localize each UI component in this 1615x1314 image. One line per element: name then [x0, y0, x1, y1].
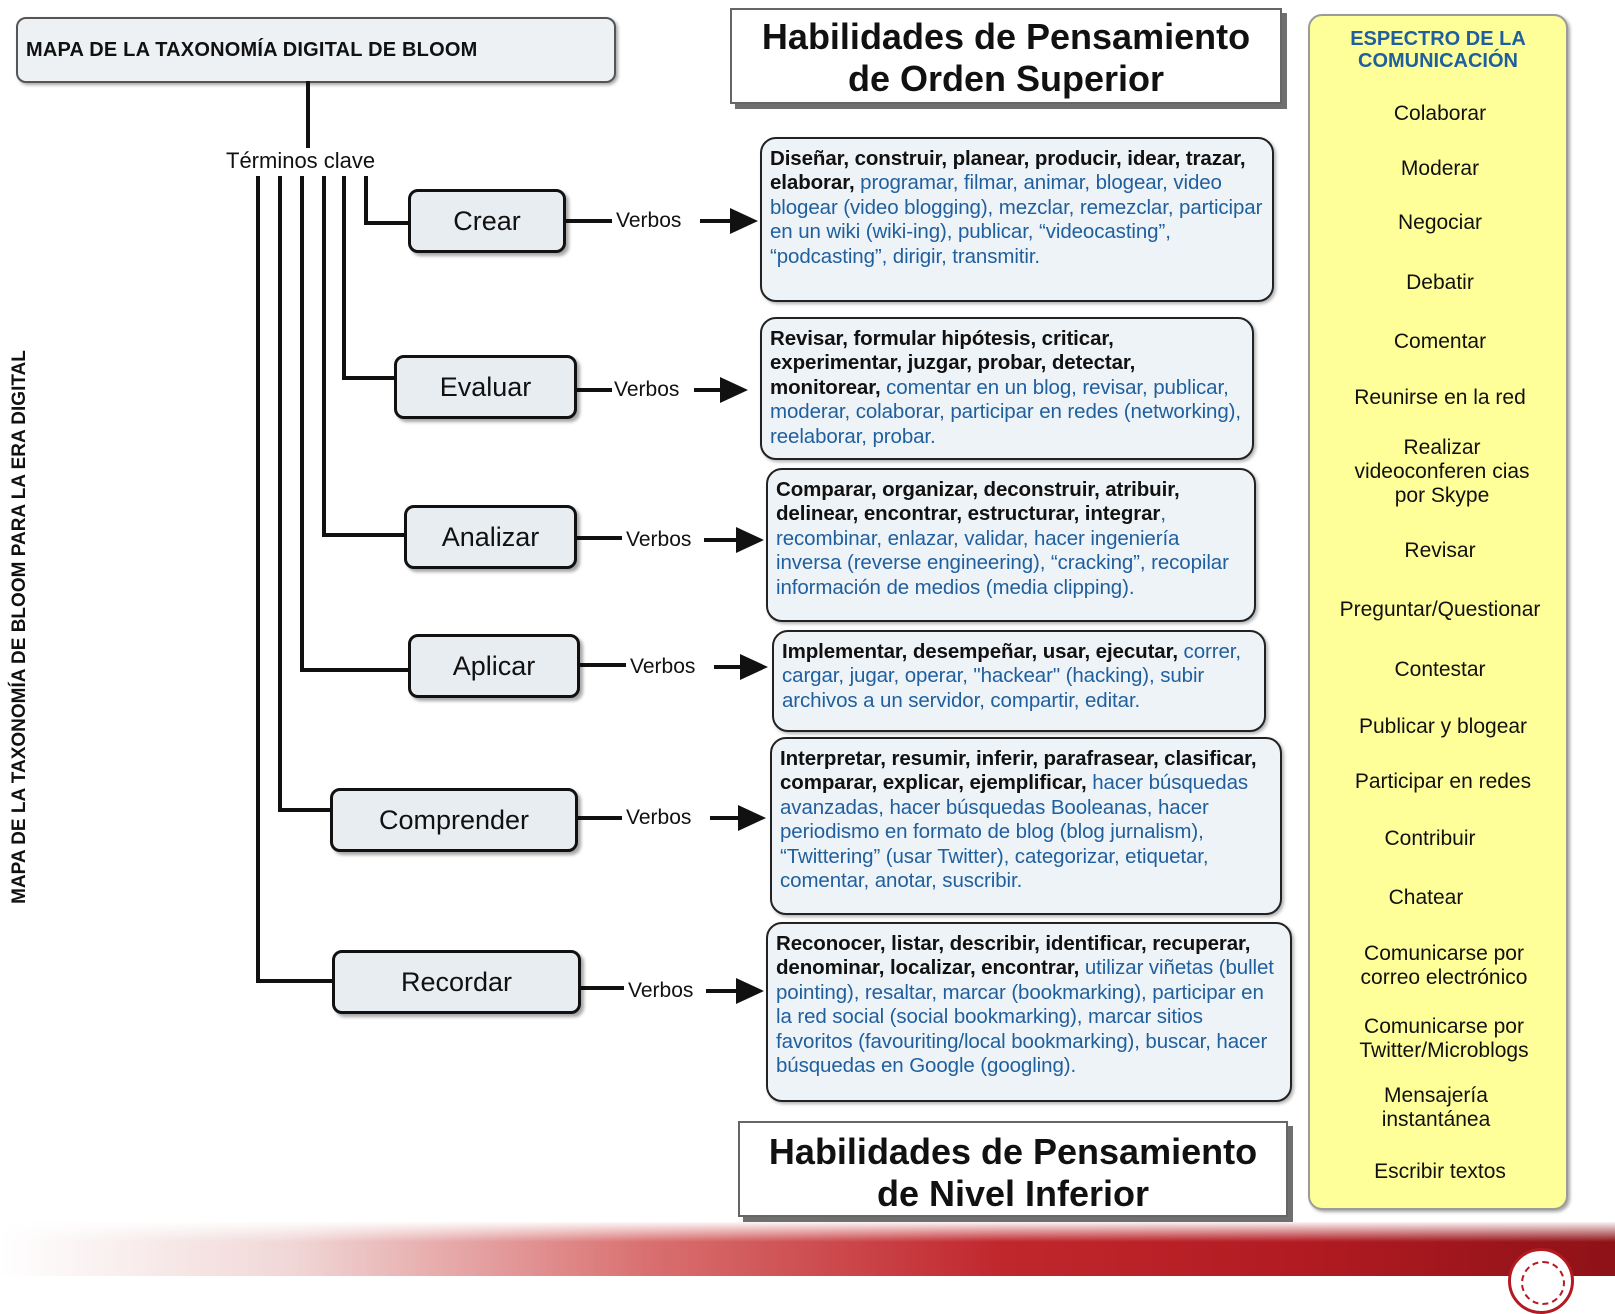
spectrum-item: Revisar: [1404, 539, 1476, 562]
verbs-box-evaluar: Revisar, formular hipótesis, criticar, e…: [760, 317, 1254, 460]
verbs-recordar-digital: utilizar viñetas (bullet pointing), resa…: [776, 956, 1274, 1078]
key-terms-label: Términos clave: [226, 148, 376, 173]
verbs-box-comprender: Interpretar, resumir, inferir, parafrase…: [770, 737, 1282, 915]
verbs-label-comprender: Verbos: [626, 806, 692, 829]
lower-order-line1: Habilidades de Pensamiento: [768, 1131, 1258, 1172]
spectrum-item: Preguntar/Questionar: [1339, 598, 1541, 621]
band-fade: [0, 1222, 1615, 1242]
verbs-comprender-bold: Interpretar, resumir, inferir, parafrase…: [780, 747, 1257, 795]
spectrum-item: Realizar videoconferen cias por Skype: [1354, 436, 1530, 507]
verbs-label-analizar: Verbos: [626, 528, 692, 551]
spectrum-item: Chatear: [1388, 886, 1464, 909]
spectrum-item: Contribuir: [1384, 827, 1476, 850]
spectrum-item: Escribir textos: [1374, 1160, 1506, 1183]
spectrum-item: Publicar y blogear: [1358, 715, 1528, 738]
spectrum-item: Comentar: [1393, 330, 1487, 353]
higher-order-line1: Habilidades de Pensamiento: [761, 16, 1251, 57]
spectrum-item: Colaborar: [1393, 102, 1487, 125]
verbs-recordar-bold: Reconocer, listar, describir, identifica…: [776, 932, 1251, 980]
level-analizar: Analizar: [404, 505, 577, 569]
map-title: MAPA DE LA TAXONOMÍA DIGITAL DE BLOOM: [16, 17, 616, 83]
spectrum-item: Mensajería instantánea: [1381, 1084, 1491, 1131]
verbs-label-recordar: Verbos: [628, 979, 694, 1002]
level-evaluar: Evaluar: [394, 355, 577, 419]
level-aplicar: Aplicar: [408, 634, 580, 698]
verbs-box-analizar: Comparar, organizar, deconstruir, atribu…: [766, 468, 1256, 622]
spectrum-item: Participar en redes: [1354, 770, 1532, 793]
higher-order-skills-header: Habilidades de Pensamiento de Orden Supe…: [730, 8, 1282, 104]
level-recordar: Recordar: [332, 950, 581, 1014]
verbs-label-aplicar: Verbos: [630, 655, 696, 678]
lower-order-skills-header: Habilidades de Pensamiento de Nivel Infe…: [738, 1121, 1288, 1217]
verbs-aplicar-digital: correr, cargar, jugar, operar, "hackear"…: [782, 640, 1241, 712]
communication-spectrum-title: ESPECTRO DE LA COMUNICACIÓN: [1308, 28, 1568, 72]
spectrum-item: Moderar: [1400, 157, 1480, 180]
spectrum-item: Debatir: [1406, 271, 1474, 294]
spectrum-item: Comunicarse por Twitter/Microblogs: [1359, 1015, 1529, 1062]
connector-lines: [256, 81, 768, 1004]
verbs-crear-bold: Diseñar, construir, planear, producir, i…: [770, 147, 1246, 195]
verbs-crear-digital: programar, filmar, animar, blogear, vide…: [770, 171, 1263, 268]
verbs-label-evaluar: Verbos: [614, 378, 680, 401]
spectrum-title-line1: ESPECTRO DE LA: [1350, 28, 1526, 50]
verbs-evaluar-digital: comentar en un blog, revisar, publicar, …: [770, 375, 1241, 448]
verbs-analizar-bold: Comparar, organizar, deconstruir, atribu…: [776, 478, 1180, 526]
lower-order-line2: de Nivel Inferior: [876, 1173, 1150, 1214]
verbs-box-recordar: Reconocer, listar, describir, identifica…: [766, 922, 1292, 1102]
verbs-label-crear: Verbos: [616, 209, 682, 232]
spectrum-item: Comunicarse por correo electrónico: [1360, 942, 1528, 989]
spectrum-item: Reunirse en la red: [1354, 386, 1526, 409]
verbs-box-aplicar: Implementar, desempeñar, usar, ejecutar,…: [772, 630, 1266, 732]
level-comprender: Comprender: [330, 788, 578, 852]
spectrum-item: Negociar: [1397, 211, 1483, 234]
spectrum-item: Contestar: [1394, 658, 1486, 681]
verbs-aplicar-bold: Implementar, desempeñar, usar, ejecutar,: [782, 640, 1178, 663]
verbs-analizar-digital: , recombinar, enlazar, validar, hacer in…: [776, 502, 1229, 599]
higher-order-line2: de Orden Superior: [847, 58, 1165, 99]
verbs-comprender-digital: hacer búsquedas avanzadas, hacer búsqued…: [780, 771, 1249, 893]
communication-spectrum-panel: [1308, 14, 1568, 1210]
verbs-evaluar-bold: Revisar, formular hipótesis, criticar, e…: [770, 327, 1136, 399]
level-crear: Crear: [408, 189, 566, 253]
spectrum-title-line2: COMUNICACIÓN: [1358, 50, 1518, 72]
verbs-box-crear: Diseñar, construir, planear, producir, i…: [760, 137, 1274, 302]
